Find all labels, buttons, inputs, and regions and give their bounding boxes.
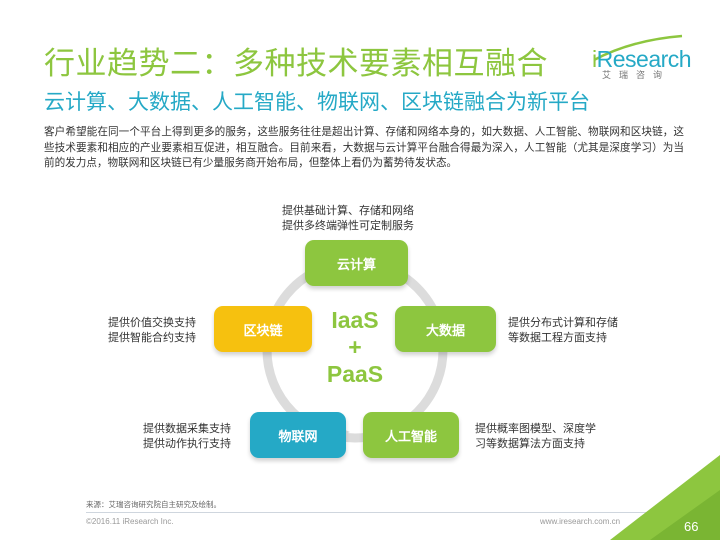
caption-line: 提供智能合约支持 [108,331,196,344]
node-cloud-computing: 云计算 [305,240,408,286]
caption-iot: 提供数据采集支持 提供动作执行支持 [143,421,231,451]
logo-word-rest: Research [596,46,692,72]
caption-line: 提供价值交换支持 [108,316,196,329]
caption-line: 习等数据算法方面支持 [475,437,585,450]
caption-blockchain: 提供价值交换支持 提供智能合约支持 [108,315,196,345]
center-paas: PaaS [326,361,384,387]
caption-line: 提供多终端弹性可定制服务 [282,219,414,232]
caption-line: 提供动作执行支持 [143,437,231,450]
caption-line: 提供数据采集支持 [143,422,231,435]
iresearch-logo: iResearch 艾瑞咨询 [592,34,692,86]
copyright-text: ©2016.11 iResearch Inc. [86,517,174,526]
footer-divider [86,512,646,513]
caption-line: 等数据工程方面支持 [508,331,607,344]
logo-swoosh-icon [593,34,683,62]
logo-letter-i: i [592,46,597,72]
website-text: www.iresearch.com.cn [540,517,621,526]
caption-cloud: 提供基础计算、存储和网络 提供多终端弹性可定制服务 [282,203,414,233]
caption-ai: 提供概率图模型、深度学 习等数据算法方面支持 [475,421,596,451]
caption-big-data: 提供分布式计算和存储 等数据工程方面支持 [508,315,618,345]
caption-line: 提供概率图模型、深度学 [475,422,596,435]
page-number: 66 [684,519,699,534]
node-big-data: 大数据 [395,306,496,352]
node-internet-of-things: 物联网 [250,412,346,458]
center-label: IaaS + PaaS [312,307,398,388]
page-subtitle: 云计算、大数据、人工智能、物联网、区块链融合为新平台 [44,90,590,114]
logo-subtitle: 艾瑞咨询 [602,71,671,81]
intro-paragraph: 客户希望能在同一个平台上得到更多的服务，这些服务往往是超出计算、存储和网络本身的… [44,126,684,169]
node-blockchain: 区块链 [214,306,312,352]
center-iaas: IaaS [331,307,379,333]
node-artificial-intelligence: 人工智能 [363,412,459,458]
caption-line: 提供分布式计算和存储 [508,316,618,329]
logo-wordmark: iResearch [592,46,692,73]
center-plus: + [348,334,362,360]
caption-line: 提供基础计算、存储和网络 [282,204,414,217]
source-note: 来源：艾瑞咨询研究院自主研究及绘制。 [86,500,221,509]
page-title: 行业趋势二：多种技术要素相互融合 [44,46,548,82]
